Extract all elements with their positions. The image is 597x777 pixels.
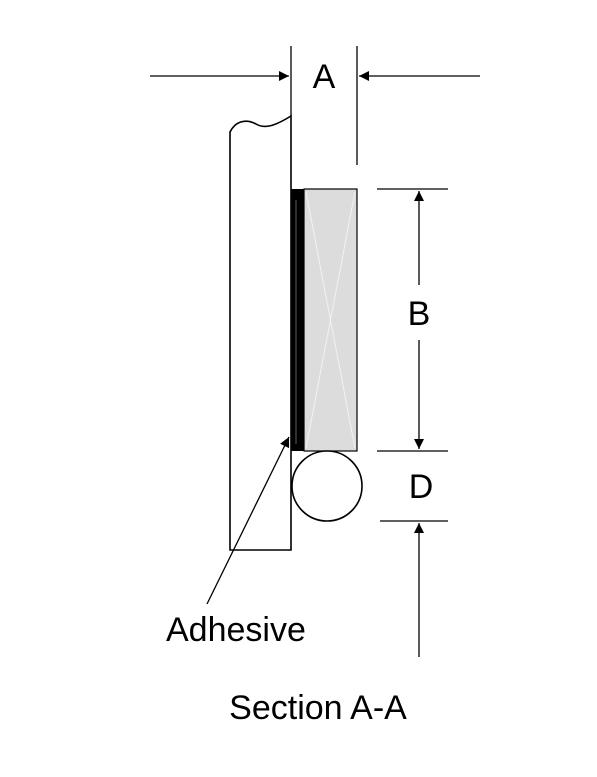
section-caption: Section A-A (229, 689, 407, 727)
adhesive-leader (206, 436, 290, 605)
adhesive-layer (291, 189, 304, 451)
gasket-hatch-2 (305, 191, 356, 449)
dim-b-label: B (408, 295, 431, 333)
dim-a-label: A (313, 58, 336, 96)
round-seal (291, 450, 363, 522)
dim-d-label: D (409, 468, 434, 506)
adhesive-label: Adhesive (166, 611, 306, 649)
panel-outline (229, 114, 292, 551)
